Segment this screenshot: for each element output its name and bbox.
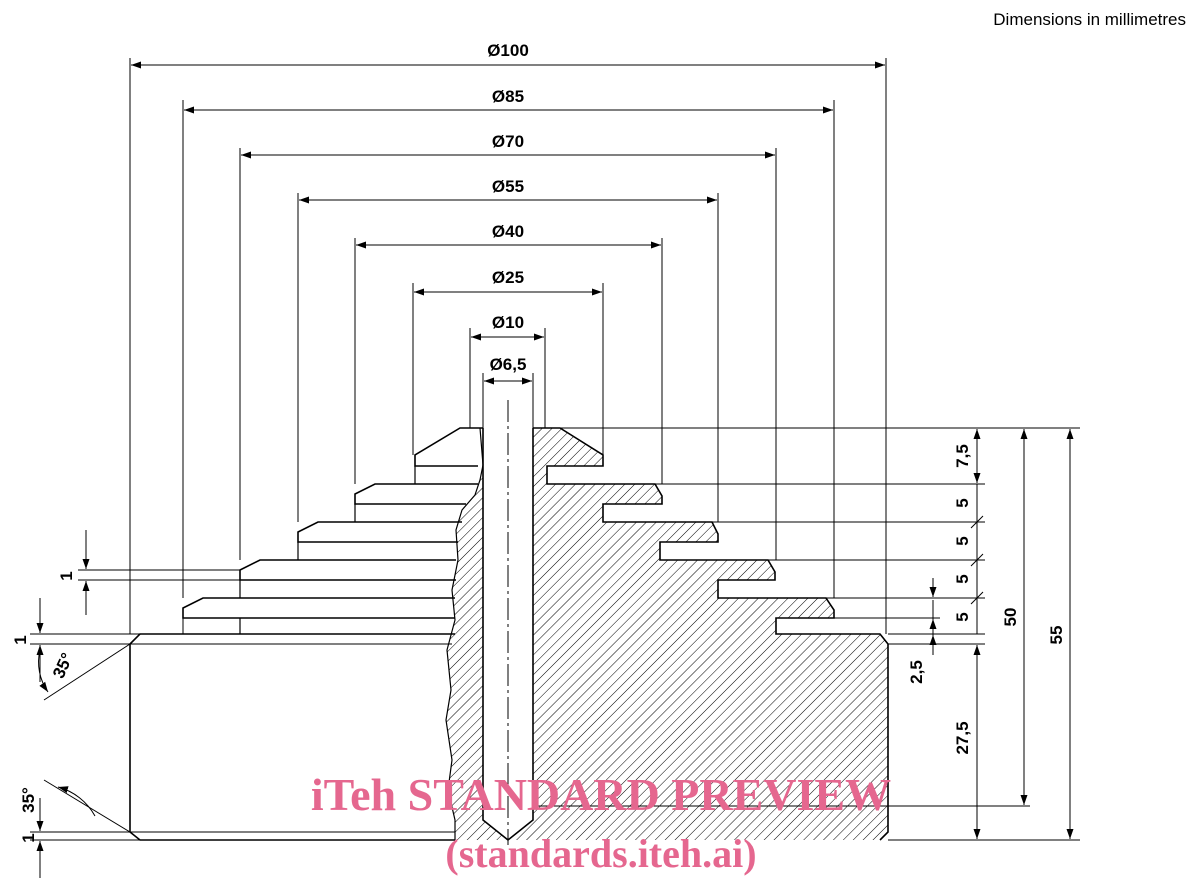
diameter-dimensions	[129, 58, 887, 634]
dim-label-7-5: 7,5	[953, 444, 972, 468]
watermark-line-1: iTeh STANDARD PREVIEW	[310, 769, 892, 820]
dim-label-2-5: 2,5	[907, 660, 926, 684]
break-line	[445, 427, 484, 840]
dim-label-bottom-chamfer-depth: 1	[19, 833, 38, 842]
diameter-labels: Ø100 Ø85 Ø70 Ø55 Ø40 Ø25 Ø10 Ø6,5	[487, 41, 529, 374]
left-dimensions	[30, 530, 240, 878]
dia-label-10: Ø10	[492, 313, 524, 332]
dia-label-100: Ø100	[487, 41, 529, 60]
dim-label-top-chamfer-angle: 35°	[49, 650, 77, 682]
exterior-view	[129, 427, 483, 841]
dim-label-50: 50	[1001, 608, 1020, 627]
dim-label-bottom-chamfer-angle: 35°	[19, 787, 38, 813]
section-view	[445, 400, 889, 845]
base	[129, 633, 455, 841]
dim-label-5c: 5	[953, 574, 972, 583]
dim-label-5b: 5	[953, 536, 972, 545]
step-3	[297, 521, 462, 543]
section-outline	[533, 427, 889, 841]
height-labels: 7,5 5 5 5 5 2,5 27,5 50 55	[907, 444, 1066, 754]
dia-label-70: Ø70	[492, 132, 524, 151]
dia-label-85: Ø85	[492, 87, 524, 106]
dia-label-25: Ø25	[492, 268, 524, 287]
dim-label-top-chamfer-depth: 1	[11, 635, 30, 644]
units-note: Dimensions in millimetres	[993, 10, 1186, 29]
step-1	[414, 427, 483, 467]
watermark-line-2: (standards.iteh.ai)	[445, 831, 757, 876]
dia-label-55: Ø55	[492, 177, 524, 196]
dim-label-5a: 5	[953, 498, 972, 507]
dim-label-27-5: 27,5	[953, 721, 972, 754]
dia-label-40: Ø40	[492, 222, 524, 241]
dim-label-step-thickness: 1	[57, 571, 76, 580]
section-hatch	[446, 428, 888, 840]
step-4	[239, 559, 456, 581]
dim-label-5d: 5	[953, 612, 972, 621]
dim-label-55: 55	[1047, 626, 1066, 645]
step-5	[182, 597, 455, 619]
dia-label-6-5: Ø6,5	[490, 355, 527, 374]
height-dimensions	[533, 427, 1080, 841]
step-2	[354, 483, 478, 505]
